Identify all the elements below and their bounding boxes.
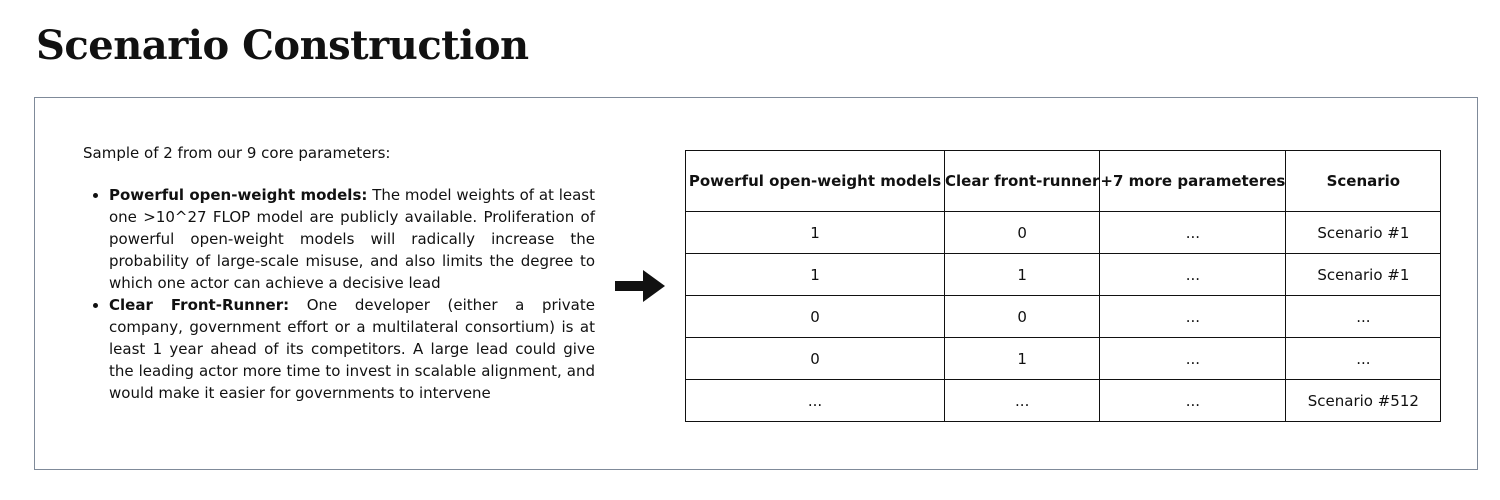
column-header: +7 more parameteres xyxy=(1099,150,1287,212)
table-cell: Scenario #1 xyxy=(1285,211,1442,254)
parameter-description: The model weights of at least one >10^27… xyxy=(109,186,595,292)
table-cell: 1 xyxy=(685,211,945,254)
table-row: 1 0 ... Scenario #1 xyxy=(685,211,1442,254)
table-cell: ... xyxy=(1285,337,1442,380)
column-header: Clear front-runner xyxy=(943,150,1101,212)
table-cell: 0 xyxy=(685,337,945,380)
table-cell: ... xyxy=(1099,295,1287,338)
table-row: ... ... ... Scenario #512 xyxy=(685,379,1442,422)
parameter-name: Clear Front-Runner: xyxy=(109,296,290,314)
table-cell: ... xyxy=(685,379,945,422)
table-header-row: Powerful open-weight models Clear front-… xyxy=(685,150,1442,212)
column-header: Powerful open-weight models xyxy=(685,150,945,212)
intro-text: Sample of 2 from our 9 core parameters: xyxy=(83,144,391,162)
parameter-description: One developer (either a private company,… xyxy=(109,296,595,402)
table-cell: ... xyxy=(1099,379,1287,422)
scenario-table: Powerful open-weight models Clear front-… xyxy=(685,150,1442,422)
table-cell: Scenario #1 xyxy=(1285,253,1442,296)
parameter-item-open-weight: Powerful open-weight models: The model w… xyxy=(109,184,595,294)
column-header: Scenario xyxy=(1285,150,1442,212)
table-cell: ... xyxy=(1285,295,1442,338)
table-cell: ... xyxy=(943,379,1101,422)
table-cell: Scenario #512 xyxy=(1285,379,1442,422)
parameter-name: Powerful open-weight models: xyxy=(109,186,368,204)
table-cell: ... xyxy=(1099,337,1287,380)
page-title: Scenario Construction xyxy=(36,22,529,69)
table-row: 0 1 ... ... xyxy=(685,337,1442,380)
parameter-list: Powerful open-weight models: The model w… xyxy=(83,184,595,404)
table-row: 1 1 ... Scenario #1 xyxy=(685,253,1442,296)
table-cell: 1 xyxy=(685,253,945,296)
table-cell: ... xyxy=(1099,211,1287,254)
parameter-item-front-runner: Clear Front-Runner: One developer (eithe… xyxy=(109,294,595,404)
table-row: 0 0 ... ... xyxy=(685,295,1442,338)
table-cell: 1 xyxy=(943,253,1101,296)
table-cell: 0 xyxy=(943,211,1101,254)
content-panel: Sample of 2 from our 9 core parameters: … xyxy=(34,97,1478,470)
table-cell: 0 xyxy=(943,295,1101,338)
table-cell: ... xyxy=(1099,253,1287,296)
table-cell: 1 xyxy=(943,337,1101,380)
right-arrow-icon xyxy=(615,270,665,302)
table-cell: 0 xyxy=(685,295,945,338)
